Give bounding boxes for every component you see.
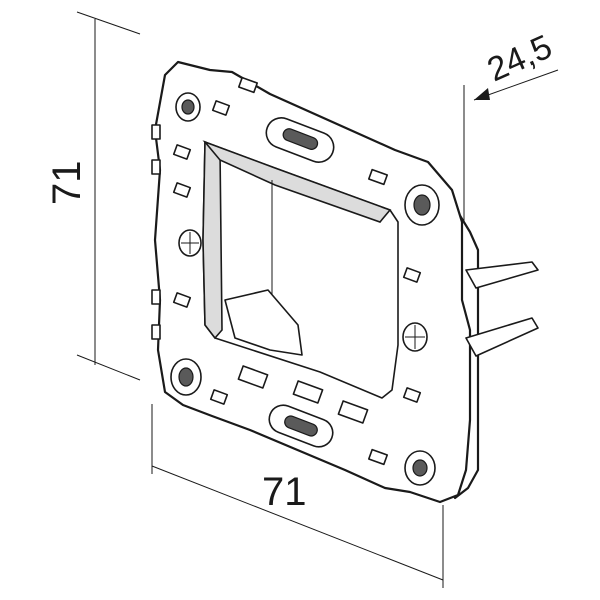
depth-dimension: 24,5 bbox=[463, 28, 559, 235]
corner-hole-bottom-left bbox=[170, 358, 202, 396]
depth-arrowhead bbox=[474, 88, 490, 100]
depth-label: 24,5 bbox=[482, 28, 558, 90]
corner-hole-top-right bbox=[404, 184, 440, 226]
width-dimension: 71 bbox=[151, 404, 444, 588]
opening-top-wall bbox=[202, 140, 392, 223]
frame-tabs bbox=[172, 76, 422, 466]
width-label: 71 bbox=[262, 470, 307, 514]
height-label: 71 bbox=[45, 161, 89, 206]
lower-claw-bracket bbox=[224, 289, 303, 356]
bottom-slot-hole bbox=[284, 415, 318, 437]
opening-left-wall bbox=[202, 140, 223, 340]
mounting-frame bbox=[151, 60, 539, 504]
corner-hole-top-left bbox=[175, 92, 201, 122]
right-spring-claws bbox=[465, 261, 539, 357]
left-screw-icon bbox=[178, 229, 202, 257]
top-slot-hole bbox=[282, 128, 319, 150]
corner-hole-bottom-right bbox=[404, 450, 436, 486]
right-screw-icon bbox=[402, 322, 428, 352]
left-edge-notches bbox=[151, 124, 161, 340]
height-dimension: 71 bbox=[45, 11, 141, 381]
